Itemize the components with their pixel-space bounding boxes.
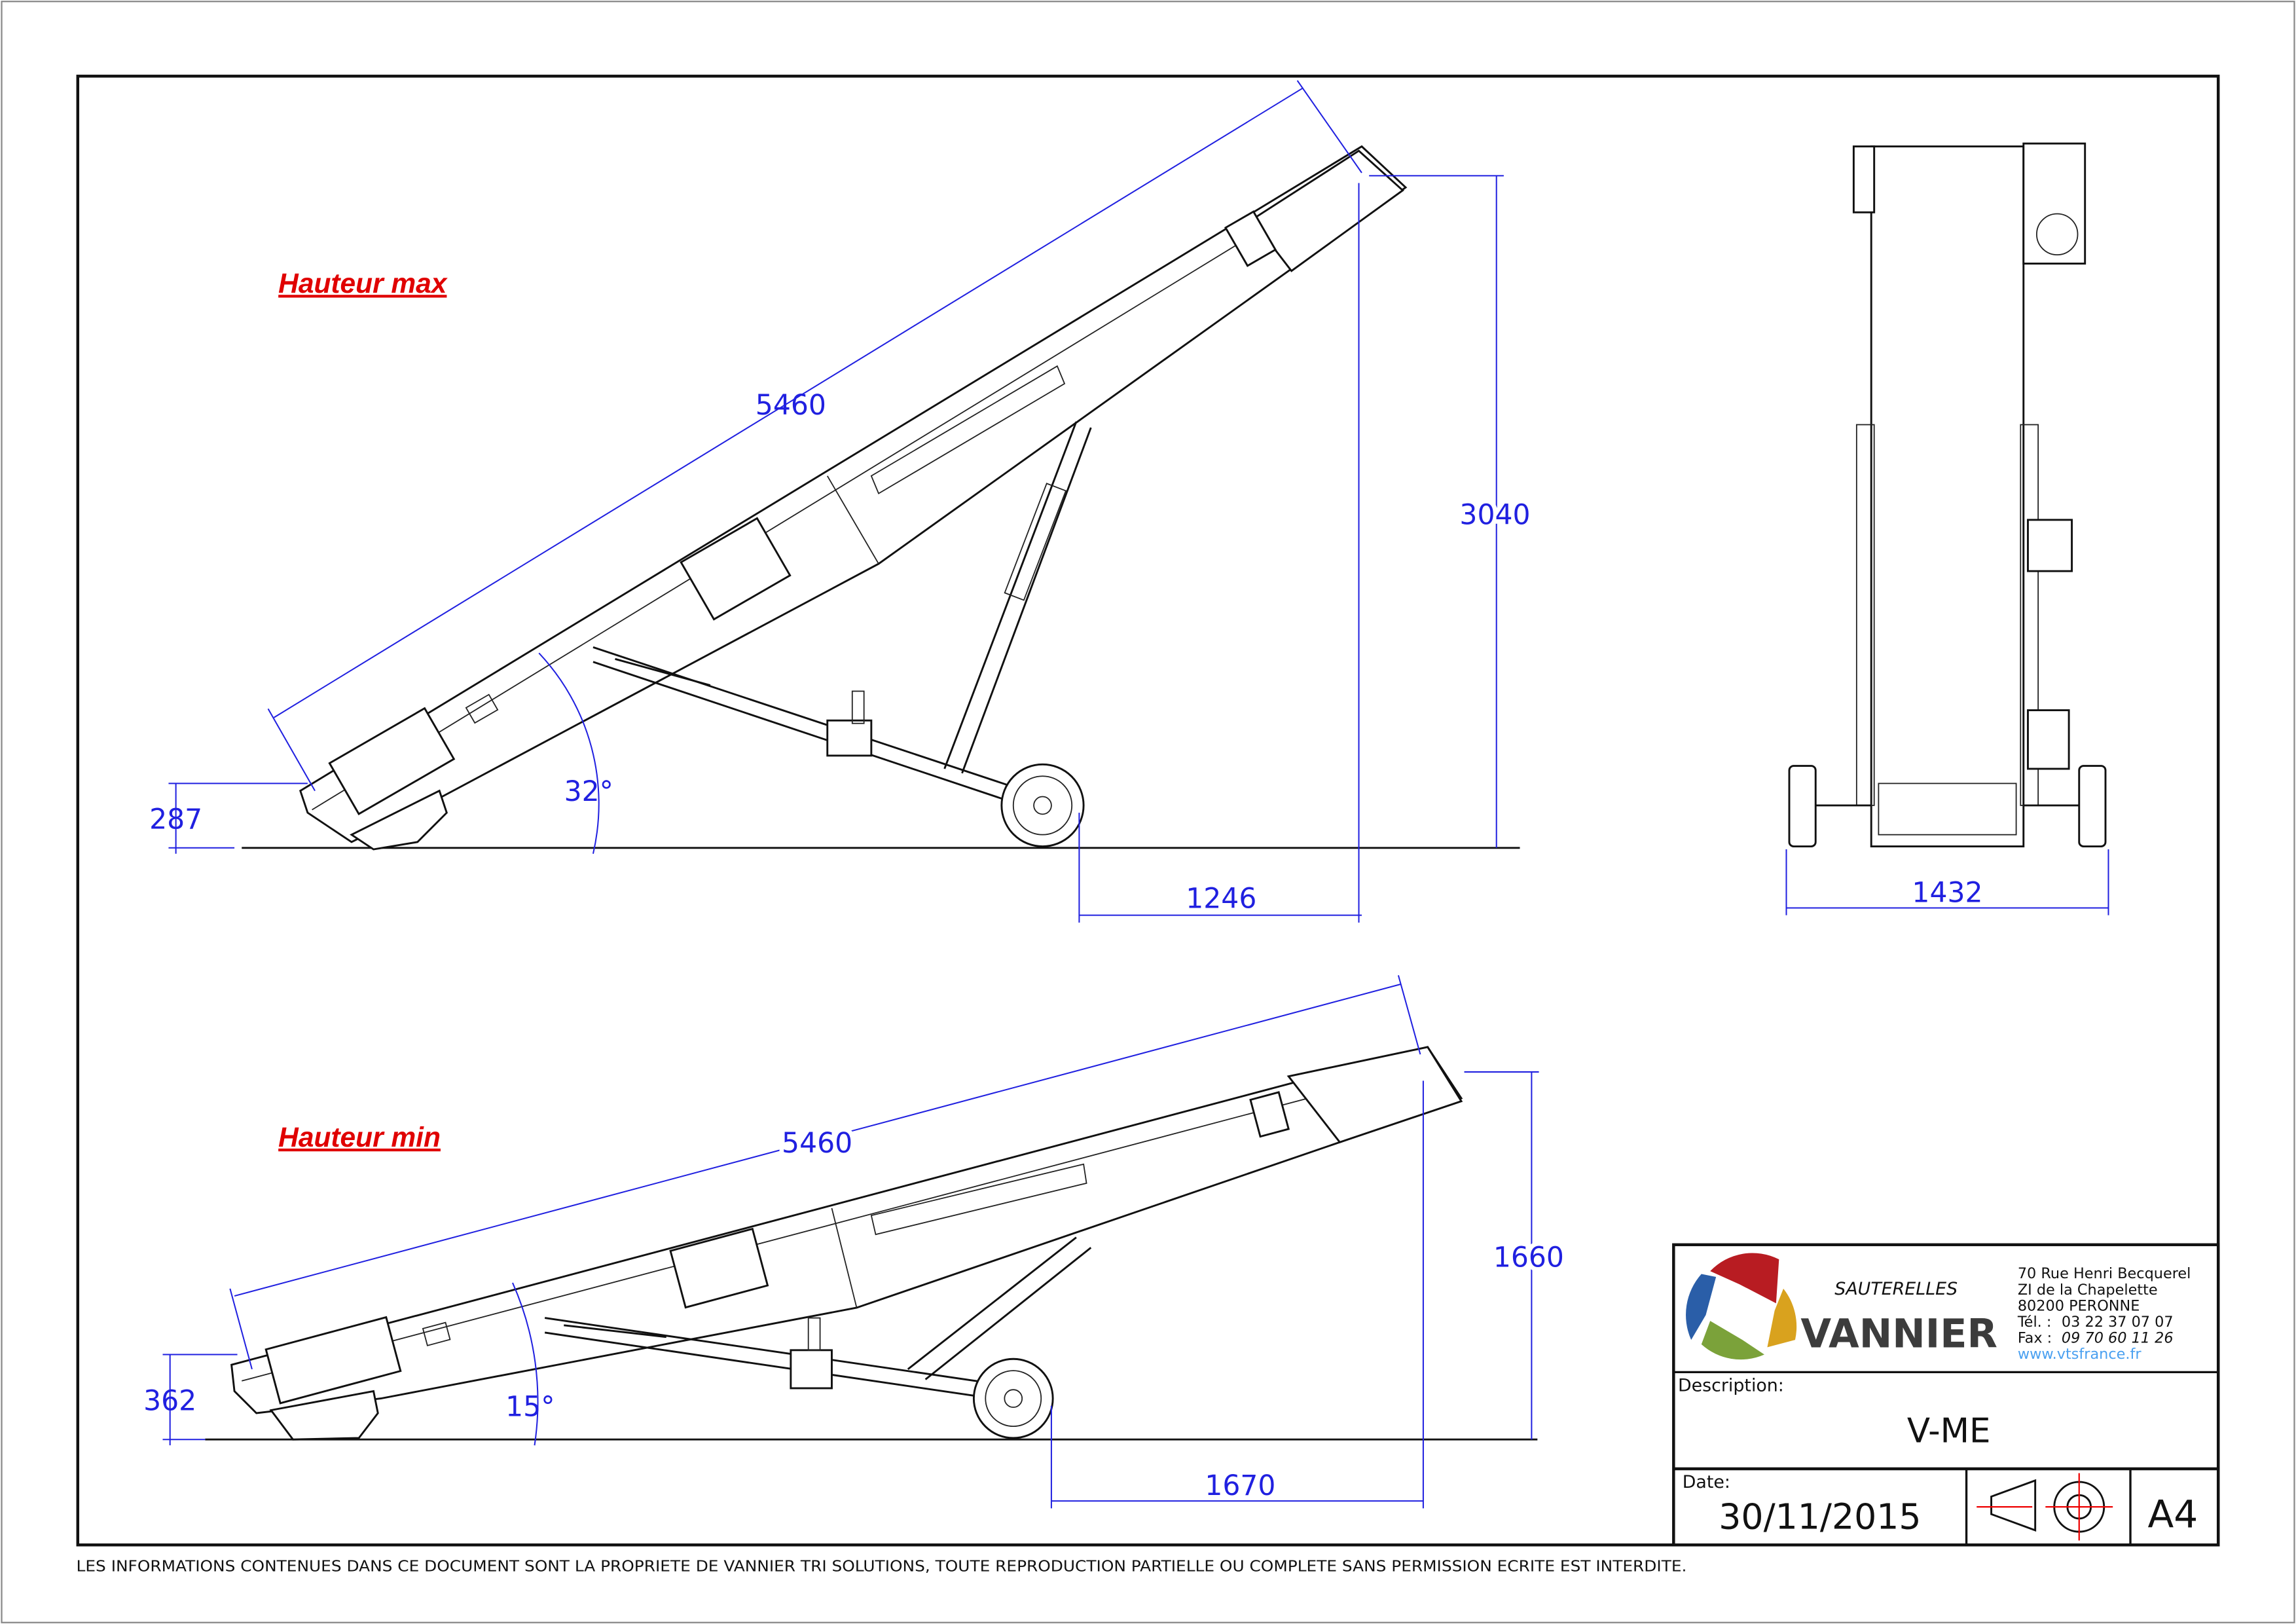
vannier-logo [1686,1253,1797,1360]
dim-angle-max: 32° [564,776,613,808]
brand-top: SAUTERELLES [1834,1279,1958,1299]
tel-number: 03 22 37 07 07 [2062,1314,2174,1331]
website-link[interactable]: www.vtsfrance.fr [2018,1346,2142,1363]
view-max-title: Hauteur max [278,268,448,299]
brand-name: VANNIER [1800,1311,1997,1357]
view-front: 1432 [1785,142,2109,915]
dim-width: 1432 [1912,877,1982,910]
dim-length-max: 5460 [756,390,826,422]
motor [2022,142,2086,265]
description-value: V-ME [1907,1412,1991,1451]
view-min-height: Hauteur min 5 [143,975,1569,1509]
wheel [1788,765,1817,848]
dim-inlet-min: 362 [143,1386,196,1418]
dim-overhang-min: 1670 [1205,1470,1275,1502]
dim-angle-min: 15° [505,1391,555,1423]
dimensions-max: 5460 3040 1246 287 32° [149,80,1535,923]
sheet-format: A4 [2147,1492,2198,1536]
frame-border [76,75,2220,1547]
fax-label: Fax : [2018,1330,2052,1347]
dim-overhang-max: 1246 [1186,883,1256,915]
address-line-3: 80200 PERONNE [2018,1297,2140,1314]
title-block: SAUTERELLES VANNIER 70 Rue Henri Becquer… [1672,1243,2220,1547]
date-label: Date: [1683,1472,1730,1492]
description-label: Description: [1678,1375,1784,1395]
conveyor-max [299,145,1408,851]
dim-height-max: 3040 [1459,500,1530,532]
projection-symbol-icon [1977,1473,2113,1541]
dim-height-min: 1660 [1493,1242,1564,1274]
conveyor-min [230,1046,1463,1441]
view-max-height: Hauteur max [149,80,1535,923]
address-line-2: ZI de la Chapelette [2018,1282,2158,1299]
footer-disclaimer: LES INFORMATIONS CONTENUES DANS CE DOCUM… [77,1557,1687,1575]
dimensions-min: 5460 1660 1670 362 15° [143,975,1569,1509]
wheel [1000,763,1085,848]
date-value: 30/11/2015 [1719,1496,1921,1538]
address-line-1: 70 Rue Henri Becquerel [2018,1265,2191,1282]
fax-number: 09 70 60 11 26 [2062,1330,2174,1347]
wheel [2078,765,2107,848]
tel-label: Tél. : [2017,1314,2052,1331]
view-min-title: Hauteur min [278,1122,441,1153]
dim-length-min: 5460 [782,1128,852,1160]
dim-inlet-max: 287 [149,804,202,836]
